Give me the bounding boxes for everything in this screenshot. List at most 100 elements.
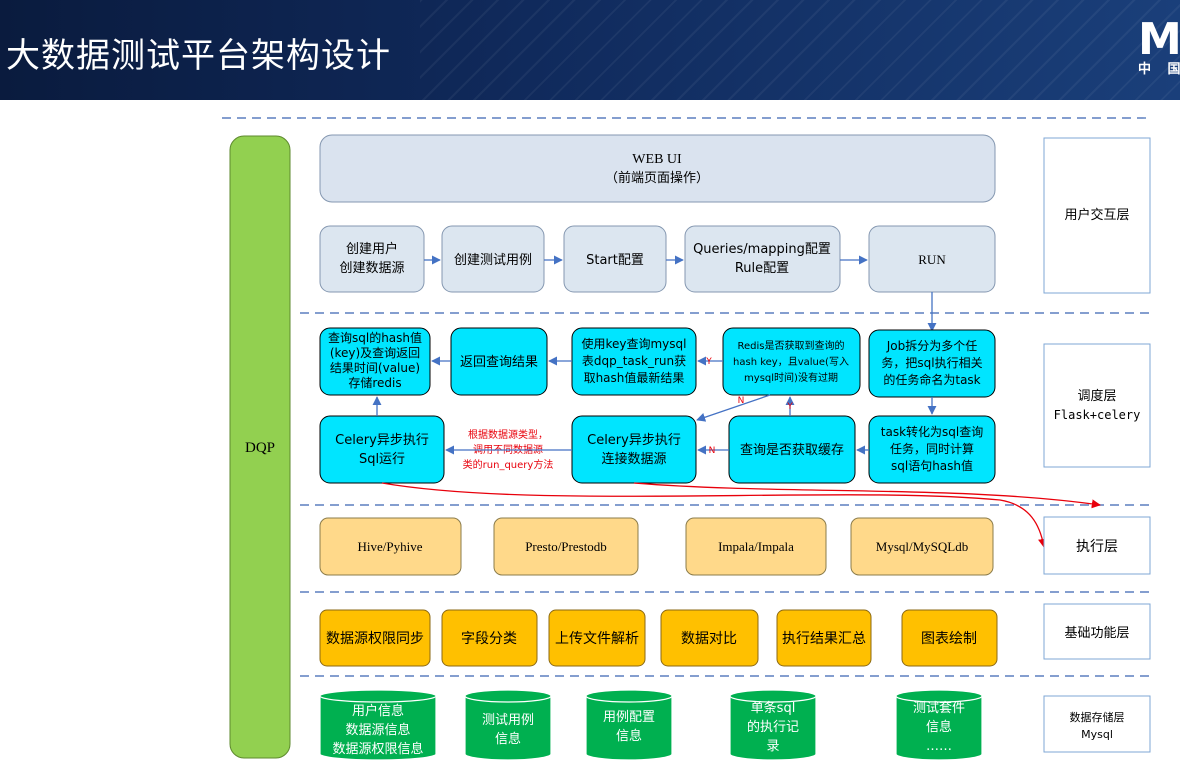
create-user-box <box>319 225 425 293</box>
db-sql-l2: 的执行记 <box>747 719 799 735</box>
layer-store-box <box>1043 695 1151 753</box>
flow-row <box>319 225 996 293</box>
field-classify-box <box>441 609 538 667</box>
celery-sql-l1: Celery异步执行 <box>335 433 429 448</box>
job-split-l3: 的任务命名为task <box>883 372 980 387</box>
data-compare-box <box>660 609 759 667</box>
dqp-label: DQP <box>245 440 275 456</box>
redis-check-l3: mysql时间)没有过期 <box>744 371 838 384</box>
run-query-note-l1: 根据数据源类型， <box>468 428 548 441</box>
db-config-l1: 用例配置 <box>603 710 655 725</box>
mysql-box <box>850 517 994 576</box>
architecture-diagram: DQP WEB UI （前端页面操作） 创建用户 创建数据源 创建测试用例 St… <box>222 117 1151 761</box>
edge-no-redis: N <box>738 396 745 406</box>
layer-ui-label: 用户交互层 <box>1064 207 1129 223</box>
job-split-l1: Job拆分为多个任 <box>886 338 978 353</box>
logo-subtext: 中 国 <box>1138 62 1180 77</box>
dqp-sidebar <box>229 135 291 759</box>
celery-conn-l1: Celery异步执行 <box>587 433 681 448</box>
page-title: 大数据测试平台架构设计 <box>6 36 391 76</box>
sched-boxes <box>319 327 996 484</box>
logo-mark: M <box>1138 14 1180 65</box>
celery-sql-box <box>319 415 445 484</box>
task-convert-l2: 任务，同时计算 <box>890 441 974 456</box>
db-test-suite <box>895 689 983 761</box>
db-sql-record <box>729 689 817 761</box>
rule-config-label: Rule配置 <box>735 261 789 276</box>
hash-store-l3: 结果时间(value) <box>330 361 420 375</box>
result-summary-box <box>776 609 872 667</box>
header-banner: 大数据测试平台架构设计 M 中 国 <box>0 0 1180 100</box>
hash-store-l1: 查询sql的hash值 <box>328 330 422 345</box>
start-config-box <box>563 225 667 293</box>
return-result-label: 返回查询结果 <box>460 355 538 370</box>
exec-red-arrows <box>381 482 1101 548</box>
cache-query-label: 查询是否获取缓存 <box>740 443 844 458</box>
redis-check-l1: Redis是否获取到查询的 <box>738 339 845 352</box>
redis-check-l2: hash key，且value(写入 <box>733 356 849 368</box>
edge-yes-redis: Y <box>705 357 712 367</box>
db-case-l1: 测试用例 <box>482 713 534 728</box>
db-user-l3: 数据源权限信息 <box>332 741 423 757</box>
data-compare-label: 数据对比 <box>681 631 737 647</box>
exec-boxes <box>319 517 994 576</box>
layer-sched-box <box>1043 343 1151 468</box>
start-config-label: Start配置 <box>586 253 644 268</box>
db-user-info <box>319 689 437 761</box>
db-case-l2: 信息 <box>495 731 521 747</box>
use-key-l2: 表dqp_task_run获 <box>582 354 686 368</box>
db-sql-l3: 录 <box>766 739 779 754</box>
db-sql-l1: 单条sql <box>751 700 796 716</box>
create-case-label: 创建测试用例 <box>454 253 532 268</box>
use-key-l3: 取hash值最新结果 <box>584 370 685 385</box>
presto-box <box>493 517 639 576</box>
layer-sched-sub: Flask+celery <box>1054 408 1141 422</box>
impala-box <box>685 517 827 576</box>
mysql-label: Mysql/MySQLdb <box>876 539 968 554</box>
create-user-label: 创建用户 <box>346 241 398 257</box>
layer-separators <box>222 117 1150 677</box>
db-user-l2: 数据源信息 <box>345 722 410 738</box>
layer-basic-label: 基础功能层 <box>1064 626 1129 641</box>
hive-label: Hive/Pyhive <box>358 539 423 554</box>
hive-box <box>319 517 462 576</box>
db-suite-l1: 测试套件 <box>913 700 965 716</box>
layer-ui-box <box>1043 137 1151 294</box>
impala-label: Impala/Impala <box>718 539 794 554</box>
db-test-case <box>464 689 552 761</box>
basic-boxes <box>319 609 998 667</box>
file-parse-box <box>548 609 646 667</box>
result-summary-label: 执行结果汇总 <box>782 631 866 647</box>
layer-label-boxes <box>1043 137 1151 753</box>
hash-store-l2: (key)及查询返回 <box>330 346 420 360</box>
run-label: RUN <box>918 252 946 267</box>
use-key-l1: 使用key查询mysql <box>581 336 686 351</box>
create-datasource-label: 创建数据源 <box>339 261 404 276</box>
db-user-l1: 用户信息 <box>352 703 404 719</box>
layer-sched-label: 调度层 <box>1077 388 1116 404</box>
layer-store-sub: Mysql <box>1081 728 1113 741</box>
celery-conn-l2: 连接数据源 <box>601 451 666 467</box>
webui-box <box>319 134 996 203</box>
db-case-config <box>585 689 673 761</box>
presto-label: Presto/Prestodb <box>525 539 607 554</box>
header-decoration <box>420 0 1180 100</box>
task-convert-l3: sql语句hash值 <box>891 458 973 473</box>
layer-basic-box <box>1043 603 1151 660</box>
file-parse-label: 上传文件解析 <box>555 631 639 647</box>
db-suite-l3: …… <box>926 739 952 754</box>
hash-store-l4: 存储redis <box>348 375 401 390</box>
hash-store-box <box>319 327 431 396</box>
layer-exec-box <box>1043 516 1151 575</box>
brand-logo: M 中 国 <box>1138 18 1180 88</box>
storage-cylinders <box>319 689 983 761</box>
chart-draw-box <box>901 609 998 667</box>
field-classify-label: 字段分类 <box>461 631 517 647</box>
sched-arrows <box>372 356 937 455</box>
permission-sync-label: 数据源权限同步 <box>326 631 424 647</box>
edge-yes-cache: Y <box>786 402 793 412</box>
edge-no-cache: N <box>709 446 716 456</box>
flow-arrows <box>424 255 937 332</box>
celery-conn-box <box>571 415 697 484</box>
